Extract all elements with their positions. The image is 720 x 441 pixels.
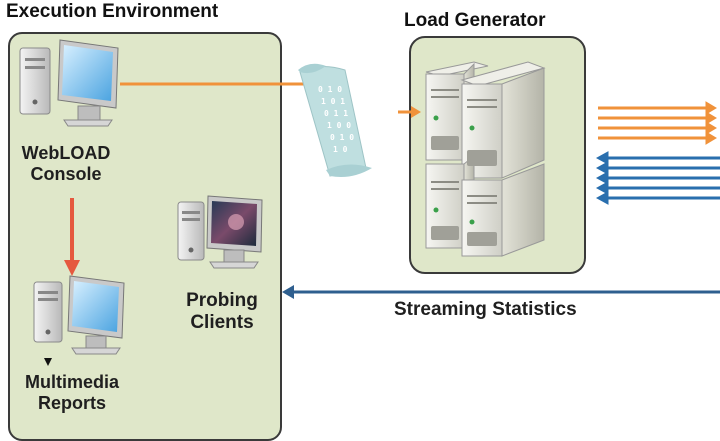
- svg-text:0 1 0: 0 1 0: [330, 133, 354, 142]
- incoming-response-arrows: [595, 151, 720, 205]
- svg-text:1 0 0: 1 0 0: [327, 121, 351, 130]
- console-to-reports-arrowhead: [64, 260, 80, 276]
- streaming-statistics-arrowhead: [282, 285, 294, 299]
- multimedia-reports-line1: Multimedia: [24, 372, 119, 392]
- webload-console-line2: Console: [30, 164, 102, 185]
- script-scroll-icon: 0 1 0 1 0 1 0 1 1 1 0 0 0 1 0 1 0: [298, 63, 372, 177]
- webload-console-computer-icon: [19, 39, 119, 127]
- webload-console-line1: WebLOAD: [21, 143, 111, 163]
- svg-text:1 0 1: 1 0 1: [321, 97, 345, 106]
- execution-environment-title: Execution Environment: [6, 1, 219, 22]
- reports-small-arrowhead: [44, 358, 52, 366]
- multimedia-reports-computer-icon: [33, 275, 125, 355]
- load-generator-title: Load Generator: [404, 10, 546, 31]
- outgoing-load-arrows: [598, 101, 717, 145]
- webload-console-label: WebLOAD Console: [10, 143, 122, 185]
- probing-clients-label: Probing Clients: [176, 290, 268, 335]
- probing-clients-computer-icon: [177, 195, 263, 269]
- script-to-generator-arrowhead: [411, 106, 421, 118]
- probing-clients-line1: Probing: [186, 290, 258, 311]
- server-rack-icon: [425, 61, 546, 257]
- multimedia-reports-label: Multimedia Reports: [16, 372, 128, 414]
- probing-clients-line2: Clients: [190, 312, 254, 334]
- svg-text:0 1 1: 0 1 1: [324, 109, 348, 118]
- streaming-statistics-label: Streaming Statistics: [394, 299, 577, 320]
- svg-text:0 1 0: 0 1 0: [318, 85, 342, 94]
- svg-text:1 0: 1 0: [333, 145, 348, 154]
- multimedia-reports-line2: Reports: [37, 393, 106, 414]
